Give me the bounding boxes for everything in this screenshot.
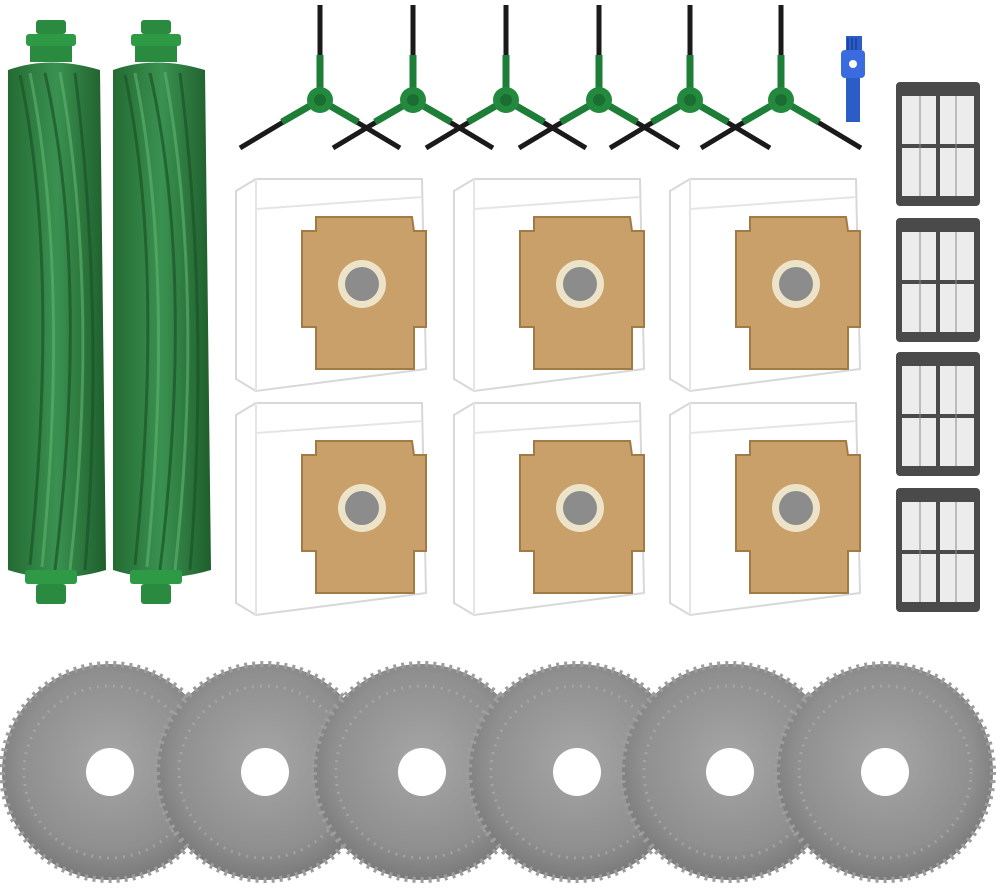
dust-bag-1 (235, 178, 427, 392)
dust-bag-2 (453, 178, 645, 392)
dust-bag-grid (230, 175, 865, 620)
roller-brush-1 (8, 20, 106, 604)
side-brush-2 (333, 5, 493, 148)
dust-bag-4 (235, 402, 427, 616)
side-brush-row (228, 0, 878, 165)
side-brush-5 (610, 5, 770, 148)
cleaning-tool (838, 36, 868, 122)
roller-brush-2 (113, 20, 211, 604)
mop-pad-row (0, 650, 1000, 888)
mop-pad-6 (777, 664, 993, 880)
hepa-filter-3 (894, 350, 982, 478)
dust-bag-6 (669, 402, 861, 616)
dust-bag-5 (453, 402, 645, 616)
hepa-filter-4 (894, 486, 982, 614)
hepa-filter-1 (894, 80, 982, 208)
side-brush-4 (519, 5, 679, 148)
roller-brush-group (0, 15, 220, 620)
hepa-filter-2 (894, 216, 982, 344)
side-brush-3 (426, 5, 586, 148)
filter-column (892, 78, 984, 618)
side-brush-1 (240, 5, 400, 148)
side-brush-6 (701, 5, 861, 148)
dust-bag-3 (669, 178, 861, 392)
